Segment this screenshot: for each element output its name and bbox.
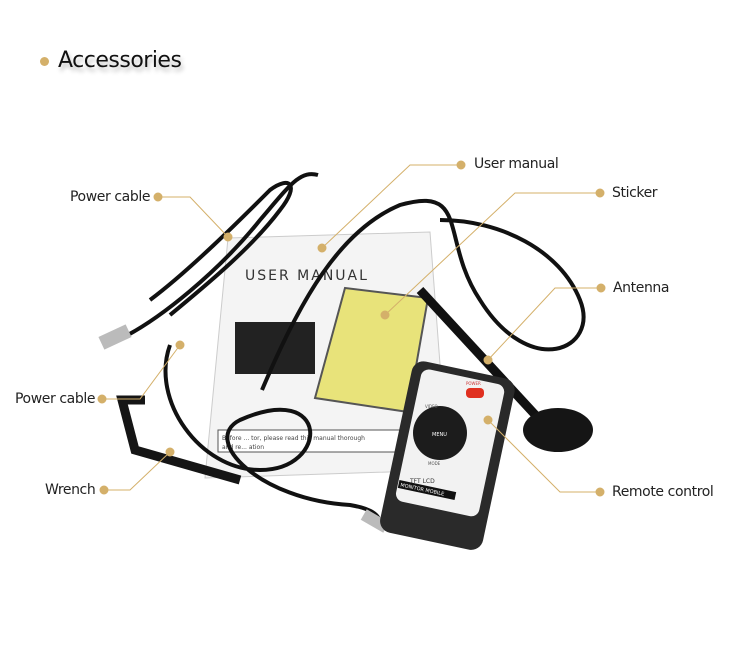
callout-lines (97, 160, 606, 497)
label-remote-control: Remote control (612, 484, 714, 500)
manual-note-2: and re... ation (222, 444, 264, 451)
label-antenna: Antenna (613, 280, 670, 296)
label-power-cable-1: Power cable (70, 189, 151, 205)
remote-menu-label: MENU (432, 432, 447, 438)
label-wrench: Wrench (45, 482, 96, 498)
manual-heading: USER MANUAL (245, 268, 369, 284)
remote-mode-label: MODE (428, 461, 441, 466)
label-sticker: Sticker (612, 185, 658, 201)
bullet-dot (40, 56, 49, 66)
wrench (116, 395, 242, 485)
remote-model-label: TFT LCD (409, 478, 435, 485)
remote-power-label: POWER (466, 381, 481, 386)
power-cable-1 (98, 172, 319, 350)
label-user-manual: User manual (474, 156, 559, 172)
section-title: Accessories (40, 48, 182, 73)
remote-control: POWER MENU VIDEO MODE TFT LCD MONITOR MO… (380, 361, 515, 550)
antenna (260, 198, 593, 452)
label-power-cable-2: Power cable (15, 391, 96, 407)
manual-note-1: Before ... tor, please read this manual … (222, 435, 365, 442)
section-title-text: Accessories (58, 48, 182, 73)
remote-video-label: VIDEO (425, 404, 438, 409)
